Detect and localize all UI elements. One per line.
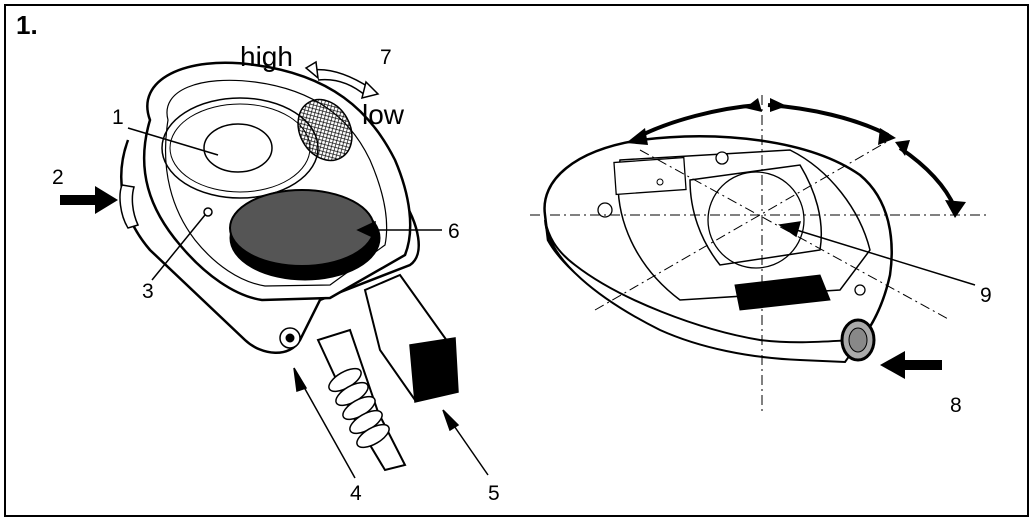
left-leaders bbox=[60, 127, 489, 479]
rotation-guides bbox=[530, 95, 990, 415]
volume-direction-arrows bbox=[304, 60, 380, 100]
callout-6: 6 bbox=[448, 220, 460, 243]
arrow-2 bbox=[60, 186, 118, 214]
callout-7: 7 bbox=[380, 46, 392, 69]
side-ptt-button bbox=[119, 184, 140, 229]
callout-4: 4 bbox=[350, 482, 362, 505]
callout-3: 3 bbox=[142, 280, 154, 303]
arrow-9 bbox=[778, 221, 802, 238]
volume-knob bbox=[297, 98, 353, 162]
callout-1: 1 bbox=[112, 106, 124, 129]
indicator-led bbox=[203, 207, 213, 217]
callout-5: 5 bbox=[488, 482, 500, 505]
callout-8: 8 bbox=[950, 394, 962, 417]
label-plate bbox=[613, 156, 687, 196]
callout-9: 9 bbox=[980, 284, 992, 307]
figure-frame bbox=[4, 4, 1029, 517]
speaker-center bbox=[203, 123, 273, 173]
volume-high-label: high bbox=[240, 41, 293, 72]
arrow-8 bbox=[880, 351, 942, 379]
big-push-button bbox=[229, 189, 375, 267]
volume-low-label: low bbox=[362, 99, 405, 130]
callout-2: 2 bbox=[52, 166, 64, 189]
step-number: 1. bbox=[16, 10, 38, 40]
right-device bbox=[543, 135, 893, 364]
left-device bbox=[119, 61, 459, 472]
arrow-5 bbox=[442, 409, 460, 432]
right-leaders bbox=[778, 221, 976, 379]
rotation-arrowheads bbox=[626, 98, 966, 218]
arrow-4 bbox=[293, 367, 308, 392]
